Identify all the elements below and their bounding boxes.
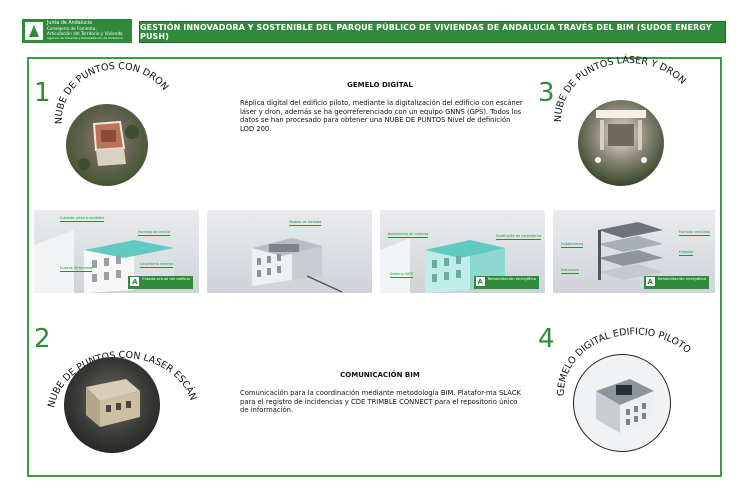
digital-twin-building-drawing	[596, 379, 654, 433]
strip-3-label-1: Aislamiento de cubierta	[388, 232, 429, 238]
comunicacion-bim-text: Comunicación para la coordinación median…	[240, 389, 521, 414]
strip-image-3: Aislamiento de cubierta Sustitución de c…	[380, 210, 545, 293]
logo-text: Junta de Andalucía Consejería de Fomento…	[47, 21, 123, 40]
strip-4-tag: Rehabilitación energética	[643, 276, 709, 289]
laser-drone-courtyard-drawing	[595, 110, 647, 163]
comunicacion-bim-title: COMUNICACIÓN BIM	[340, 371, 420, 379]
panel-number-3: 3	[538, 78, 555, 108]
strip-4-label-1: Instalaciones	[561, 242, 584, 248]
laser-scanner-point-cloud-image	[64, 357, 160, 453]
laser-drone-point-cloud-image	[578, 100, 664, 186]
content-frame	[27, 57, 722, 477]
strip-4-label-2: Fachada ventilada	[679, 230, 710, 236]
gemelo-digital-text: Réplica digital del edificio piloto, med…	[240, 99, 523, 133]
andalucia-logo-icon	[25, 22, 43, 40]
drone-building-drawing	[78, 120, 139, 170]
laser-scanner-building-drawing	[86, 379, 140, 427]
strip-1-label-1: Cubierta plana transitable	[60, 216, 105, 222]
drone-point-cloud-image	[66, 104, 148, 186]
strip-3-tag: Rehabilitación energética	[473, 276, 539, 289]
strip-1-label-2: Fachada de ladrillo	[138, 230, 170, 236]
bim-model-facade	[252, 238, 343, 293]
strip-4-label-3: Forjados	[679, 250, 694, 256]
strip-1-tag: Estado actual del edificio	[128, 276, 193, 289]
panel-number-2: 2	[34, 324, 51, 354]
strip-image-1: Cubierta plana transitable Fachada de la…	[34, 210, 199, 293]
panel-number-1: 1	[34, 78, 51, 108]
strip-4-label-4: Estructura	[561, 268, 579, 274]
strip-image-2: Modelo de fachada	[207, 210, 372, 293]
strip-2-label-1: Modelo de fachada	[289, 220, 322, 226]
strip-3-label-3: Sistema SATE	[390, 272, 414, 278]
digital-twin-image	[573, 354, 671, 452]
junta-andalucia-logo: Junta de Andalucía Consejería de Fomento…	[22, 19, 132, 43]
strip-image-4: Instalaciones Fachada ventilada Forjados…	[553, 210, 715, 293]
page-title: GESTIÓN INNOVADORA Y SOSTENIBLE DEL PARQ…	[139, 21, 726, 43]
strip-1-label-3: Huecos de fachada	[60, 266, 93, 272]
strip-3-label-2: Sustitución de carpinterías	[496, 234, 542, 240]
gemelo-digital-title: GEMELO DIGITAL	[347, 81, 413, 89]
strip-1-label-4: Carpintería exterior	[140, 262, 174, 268]
bim-model-exploded-layers	[598, 222, 663, 280]
panel-number-4: 4	[538, 324, 555, 354]
